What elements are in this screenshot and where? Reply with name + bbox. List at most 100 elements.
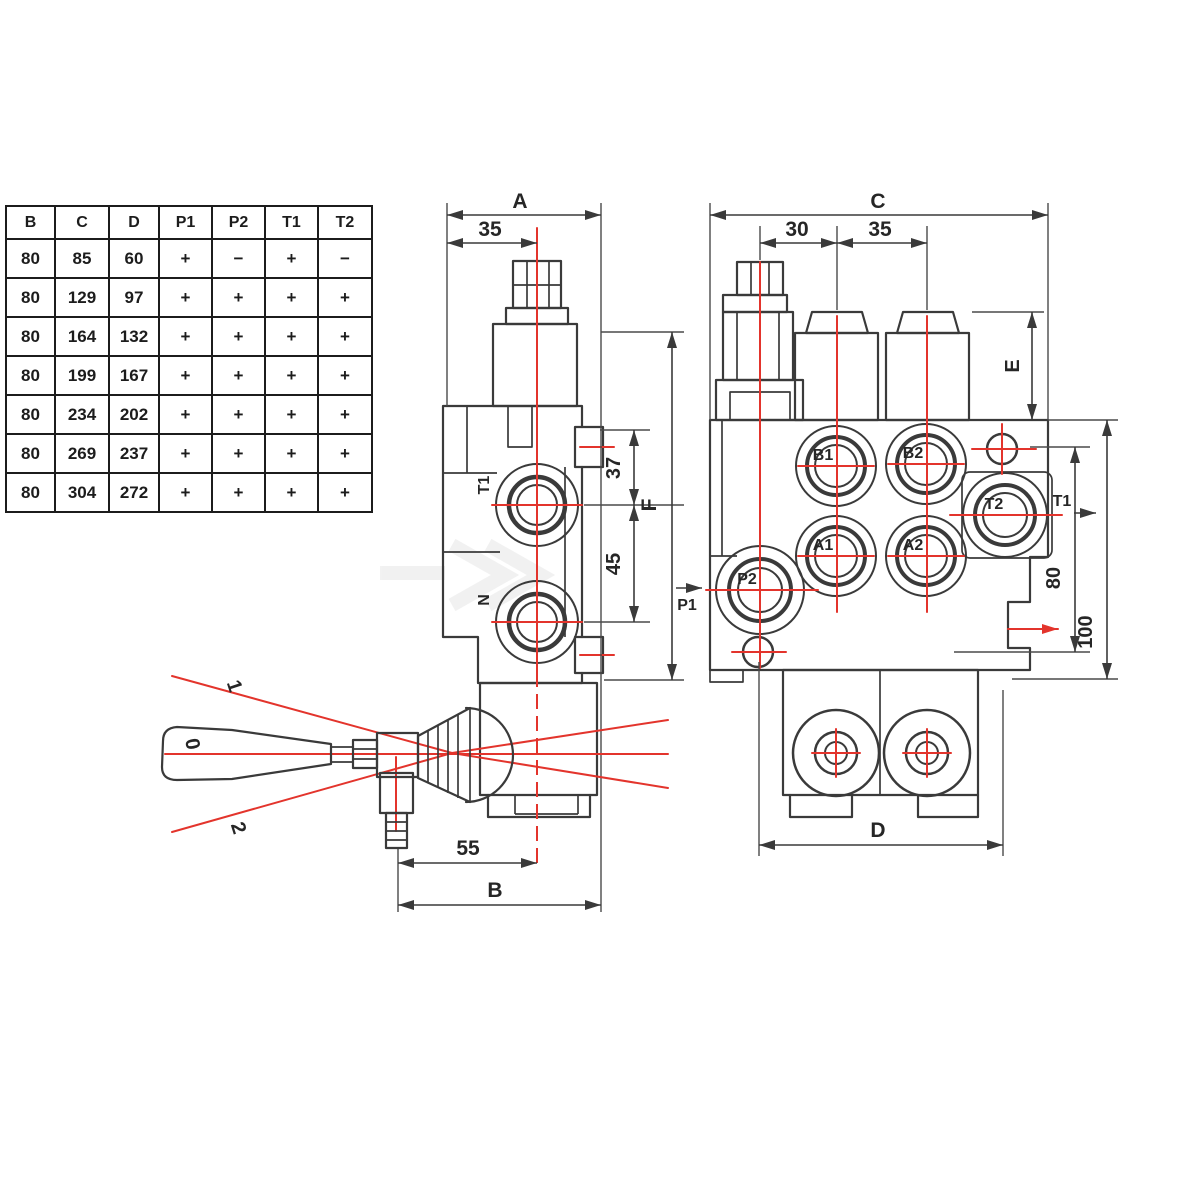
table-cell: 167 xyxy=(108,355,160,396)
table-cell: 80 xyxy=(5,238,56,279)
table-cell: 234 xyxy=(54,394,110,435)
lever-handle: 0 xyxy=(160,725,333,782)
side-centerlines xyxy=(491,227,615,866)
table-cell: − xyxy=(211,238,266,279)
table-cell: + xyxy=(317,355,373,396)
table-cell: 80 xyxy=(5,394,56,435)
table-cell: + xyxy=(264,433,319,474)
table-cell: + xyxy=(158,394,213,435)
dim-b-label: B xyxy=(487,879,502,902)
front-centerlines xyxy=(705,261,1063,778)
lever-position-2-label: 2 xyxy=(226,819,250,836)
table-cell: + xyxy=(264,316,319,357)
table-cell: 164 xyxy=(54,316,110,357)
dim-35-side-label: 35 xyxy=(478,218,502,241)
table-cell: + xyxy=(158,238,213,279)
table-cell: + xyxy=(211,316,266,357)
table-cell: + xyxy=(317,394,373,435)
spec-table: B C D P1 P2 T1 T2 80 85 60 + − + − 80 12… xyxy=(5,205,373,513)
table-cell: 80 xyxy=(5,355,56,396)
table-cell: 304 xyxy=(54,472,110,513)
table-row: 80 304 272 + + + + xyxy=(5,472,373,513)
table-cell: + xyxy=(317,316,373,357)
table-cell: + xyxy=(317,277,373,318)
front-valve-body xyxy=(708,418,1053,819)
table-cell: 80 xyxy=(5,316,56,357)
table-row: 80 199 167 + + + + xyxy=(5,355,373,396)
table-cell: + xyxy=(211,472,266,513)
dim-35-front-label: 35 xyxy=(868,218,892,241)
side-port-n-label: N xyxy=(476,594,493,606)
side-dimensions: A 35 F 37 45 55 B xyxy=(397,190,684,912)
table-cell: 60 xyxy=(108,238,160,279)
table-cell: 199 xyxy=(54,355,110,396)
dim-a-label: A xyxy=(512,190,527,213)
spec-table-header-row: B C D P1 P2 T1 T2 xyxy=(5,205,373,240)
table-cell: 202 xyxy=(108,394,160,435)
col-header-p2: P2 xyxy=(211,205,266,240)
front-view-drawing: B1 B2 A1 A2 P2 T2 P1 T1 C xyxy=(676,190,1118,856)
table-cell: + xyxy=(158,355,213,396)
lever-throw-lines xyxy=(164,675,669,833)
table-cell: + xyxy=(158,433,213,474)
lever-joint xyxy=(330,731,420,779)
table-row: 80 164 132 + + + + xyxy=(5,316,373,357)
table-cell: + xyxy=(317,472,373,513)
table-cell: 85 xyxy=(54,238,110,279)
col-header-d: D xyxy=(108,205,160,240)
dim-30-label: 30 xyxy=(785,218,808,241)
lever-neutral-label: 0 xyxy=(180,737,204,752)
front-t1-label: T1 xyxy=(1053,493,1072,510)
table-cell: + xyxy=(264,277,319,318)
side-port-t1-label: T1 xyxy=(476,476,493,495)
table-cell: + xyxy=(211,355,266,396)
table-cell: 80 xyxy=(5,433,56,474)
front-p1-label: P1 xyxy=(677,597,697,614)
dim-c-label: C xyxy=(870,190,885,213)
front-port-b1-label: B1 xyxy=(813,447,834,464)
front-port-a1-label: A1 xyxy=(813,537,834,554)
table-cell: 80 xyxy=(5,277,56,318)
side-valve-body xyxy=(441,404,605,819)
table-cell: + xyxy=(264,238,319,279)
table-cell: 269 xyxy=(54,433,110,474)
dim-80-label: 80 xyxy=(1043,567,1065,589)
front-p1-marker: P1 xyxy=(676,583,702,614)
front-dimensions: C 30 35 E 80 100 xyxy=(709,190,1118,856)
table-cell: 129 xyxy=(54,277,110,318)
table-cell: 80 xyxy=(5,472,56,513)
table-cell: + xyxy=(158,472,213,513)
table-cell: + xyxy=(264,472,319,513)
side-relief-valve xyxy=(491,259,579,408)
lever-drawing: 0 1 2 xyxy=(160,675,669,850)
table-cell: 237 xyxy=(108,433,160,474)
col-header-p1: P1 xyxy=(158,205,213,240)
table-cell: + xyxy=(158,277,213,318)
table-row: 80 129 97 + + + + xyxy=(5,277,373,318)
dim-45-label: 45 xyxy=(603,553,625,575)
table-cell: + xyxy=(317,433,373,474)
front-port-b2-label: B2 xyxy=(903,445,924,462)
watermark xyxy=(380,538,556,612)
col-header-t2: T2 xyxy=(317,205,373,240)
side-view-drawing: T1 N A 35 xyxy=(397,190,684,912)
table-cell: + xyxy=(211,433,266,474)
table-cell: + xyxy=(211,394,266,435)
table-cell: − xyxy=(317,238,373,279)
dim-100-label: 100 xyxy=(1075,615,1097,648)
table-cell: 132 xyxy=(108,316,160,357)
table-row: 80 85 60 + − + − xyxy=(5,238,373,279)
dim-e-label: E xyxy=(1002,359,1024,372)
col-header-t1: T1 xyxy=(264,205,319,240)
front-port-t2-label: T2 xyxy=(985,496,1004,513)
dim-55-label: 55 xyxy=(456,837,480,860)
table-cell: 97 xyxy=(108,277,160,318)
table-row: 80 234 202 + + + + xyxy=(5,394,373,435)
front-port-p2-label: P2 xyxy=(737,571,757,588)
lever-bracket-bolt xyxy=(378,771,415,850)
dim-d-label: D xyxy=(870,819,885,842)
table-cell: + xyxy=(264,355,319,396)
lever-bellows xyxy=(416,706,515,804)
col-header-c: C xyxy=(54,205,110,240)
